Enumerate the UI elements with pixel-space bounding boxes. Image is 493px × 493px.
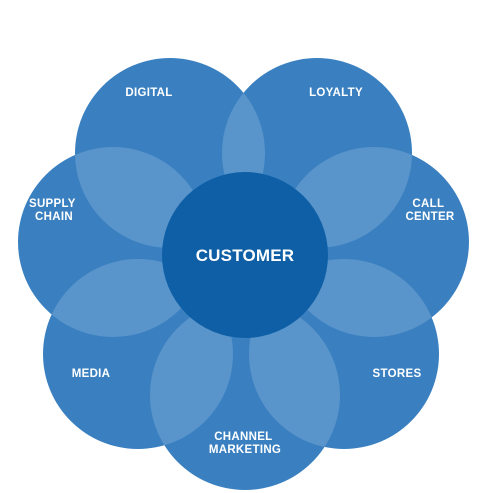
- petal-label-channel-marketing-line2: MARKETING: [209, 444, 281, 456]
- petal-label-stores-line: STORES: [373, 368, 422, 380]
- petal-labels: DIGITAL LOYALTY CALL CENTER STORES CHANN…: [29, 87, 455, 456]
- center-customer-circle: [162, 172, 328, 338]
- petal-label-digital: DIGITAL: [125, 87, 172, 99]
- petal-label-loyalty: LOYALTY: [309, 87, 363, 99]
- petal-label-stores: STORES: [373, 368, 422, 380]
- center-customer-label: CUSTOMER: [196, 246, 295, 265]
- petal-label-loyalty-line: LOYALTY: [309, 87, 363, 99]
- petal-label-digital-line: DIGITAL: [125, 87, 172, 99]
- petal-label-call-center-line1: CALL: [412, 198, 444, 210]
- petal-label-channel-marketing: CHANNEL MARKETING: [209, 431, 281, 456]
- petal-label-media: MEDIA: [72, 368, 111, 380]
- petal-label-supply-chain-line2: CHAIN: [35, 211, 73, 223]
- petal-label-supply-chain-line1: SUPPLY: [29, 198, 76, 210]
- petal-label-media-line: MEDIA: [72, 368, 111, 380]
- petal-label-call-center-line2: CENTER: [405, 211, 454, 223]
- petal-label-call-center: CALL CENTER: [405, 198, 454, 223]
- petal-label-channel-marketing-line1: CHANNEL: [214, 431, 272, 443]
- petal-label-supply-chain: SUPPLY CHAIN: [29, 198, 79, 223]
- petal-supply-chain: [18, 147, 208, 337]
